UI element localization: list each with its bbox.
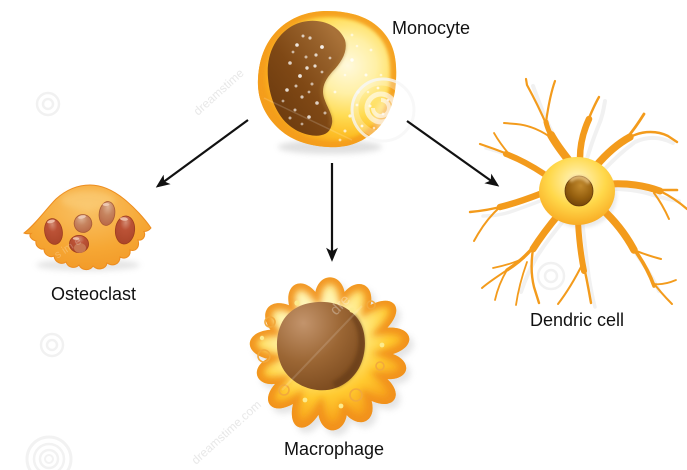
svg-text:dreamstime: dreamstime <box>191 66 247 119</box>
svg-text:Dendric cell: Dendric cell <box>530 310 624 330</box>
svg-text:Monocyte: Monocyte <box>392 18 470 38</box>
svg-text:Osteoclast: Osteoclast <box>51 284 136 304</box>
svg-text:Macrophage: Macrophage <box>284 439 384 459</box>
svg-text:dreamstime.com: dreamstime.com <box>189 397 264 467</box>
